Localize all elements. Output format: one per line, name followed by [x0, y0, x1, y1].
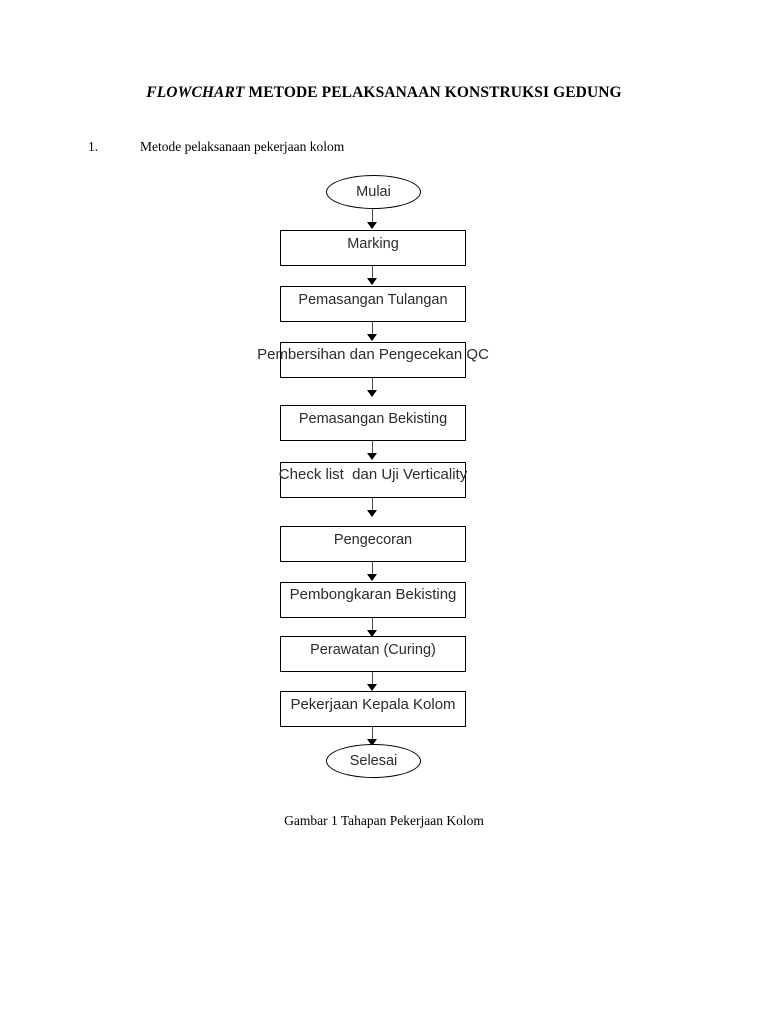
flow-node-perawatan-curing-label: Perawatan (Curing)	[310, 642, 436, 658]
arrowhead-2-to-3	[367, 334, 377, 341]
arrowhead-3-to-4	[367, 390, 377, 397]
connector-3-to-4	[372, 378, 373, 392]
connector-4-to-5	[372, 441, 373, 455]
page-title: FLOWCHART METODE PELAKSANAAN KONSTRUKSI …	[0, 84, 768, 102]
flow-node-start: Mulai	[326, 175, 421, 209]
connector-8-to-9	[372, 672, 373, 686]
connector-6-to-7	[372, 562, 373, 576]
arrowhead-9-to-end	[367, 739, 377, 746]
connector-2-to-3	[372, 322, 373, 336]
connector-start-to-1	[372, 209, 373, 224]
arrowhead-7-to-8	[367, 630, 377, 637]
page-title-rest: METODE PELAKSANAAN KONSTRUKSI GEDUNG	[244, 84, 622, 101]
connector-7-to-8	[372, 618, 373, 632]
list-item: 1. Metode pelaksanaan pekerjaan kolom	[88, 138, 688, 156]
arrowhead-6-to-7	[367, 574, 377, 581]
arrowhead-8-to-9	[367, 684, 377, 691]
flow-node-pembersihan-pengecekan-qc-label: Pembersihan dan Pengecekan QC	[257, 346, 489, 363]
flow-node-pembersihan-pengecekan-qc: Pembersihan dan Pengecekan QC	[257, 342, 489, 378]
connector-1-to-2	[372, 266, 373, 280]
list-item-number: 1.	[88, 139, 99, 154]
flow-node-pemasangan-tulangan-label: Pemasangan Tulangan	[298, 292, 448, 308]
flow-node-marking: Marking	[280, 230, 466, 266]
flow-node-start-label: Mulai	[356, 184, 391, 200]
flow-node-marking-label: Marking	[347, 236, 399, 252]
arrowhead-start-to-1	[367, 222, 377, 229]
flow-node-pembongkaran-bekisting-label: Pembongkaran Bekisting	[289, 586, 457, 603]
flow-node-pengecoran-label: Pengecoran	[333, 532, 413, 548]
flow-node-pekerjaan-kepala-kolom: Pekerjaan Kepala Kolom	[280, 691, 466, 727]
flow-node-pembongkaran-bekisting: Pembongkaran Bekisting	[280, 582, 466, 618]
page-title-emphasis: FLOWCHART	[146, 84, 245, 101]
flow-node-check-list-verticality-label: Check list dan Uji Verticality	[278, 466, 468, 483]
flow-node-pengecoran: Pengecoran	[280, 526, 466, 562]
connector-5-to-6	[372, 498, 373, 512]
flow-node-pemasangan-tulangan: Pemasangan Tulangan	[280, 286, 466, 322]
flow-node-pemasangan-bekisting: Pemasangan Bekisting	[280, 405, 466, 441]
arrowhead-5-to-6	[367, 510, 377, 517]
flow-node-pemasangan-bekisting-label: Pemasangan Bekisting	[298, 411, 448, 427]
flow-node-check-list-verticality: Check list dan Uji Verticality	[278, 462, 468, 498]
flow-node-pekerjaan-kepala-kolom-label: Pekerjaan Kepala Kolom	[290, 696, 456, 713]
list-item-label: Metode pelaksanaan pekerjaan kolom	[140, 139, 345, 154]
flow-node-perawatan-curing: Perawatan (Curing)	[280, 636, 466, 672]
connector-9-to-end	[372, 727, 373, 741]
arrowhead-4-to-5	[367, 453, 377, 460]
arrowhead-1-to-2	[367, 278, 377, 285]
flow-node-end-label: Selesai	[349, 753, 398, 769]
figure-caption: Gambar 1 Tahapan Pekerjaan Kolom	[284, 813, 484, 828]
flow-node-end: Selesai	[326, 744, 421, 778]
